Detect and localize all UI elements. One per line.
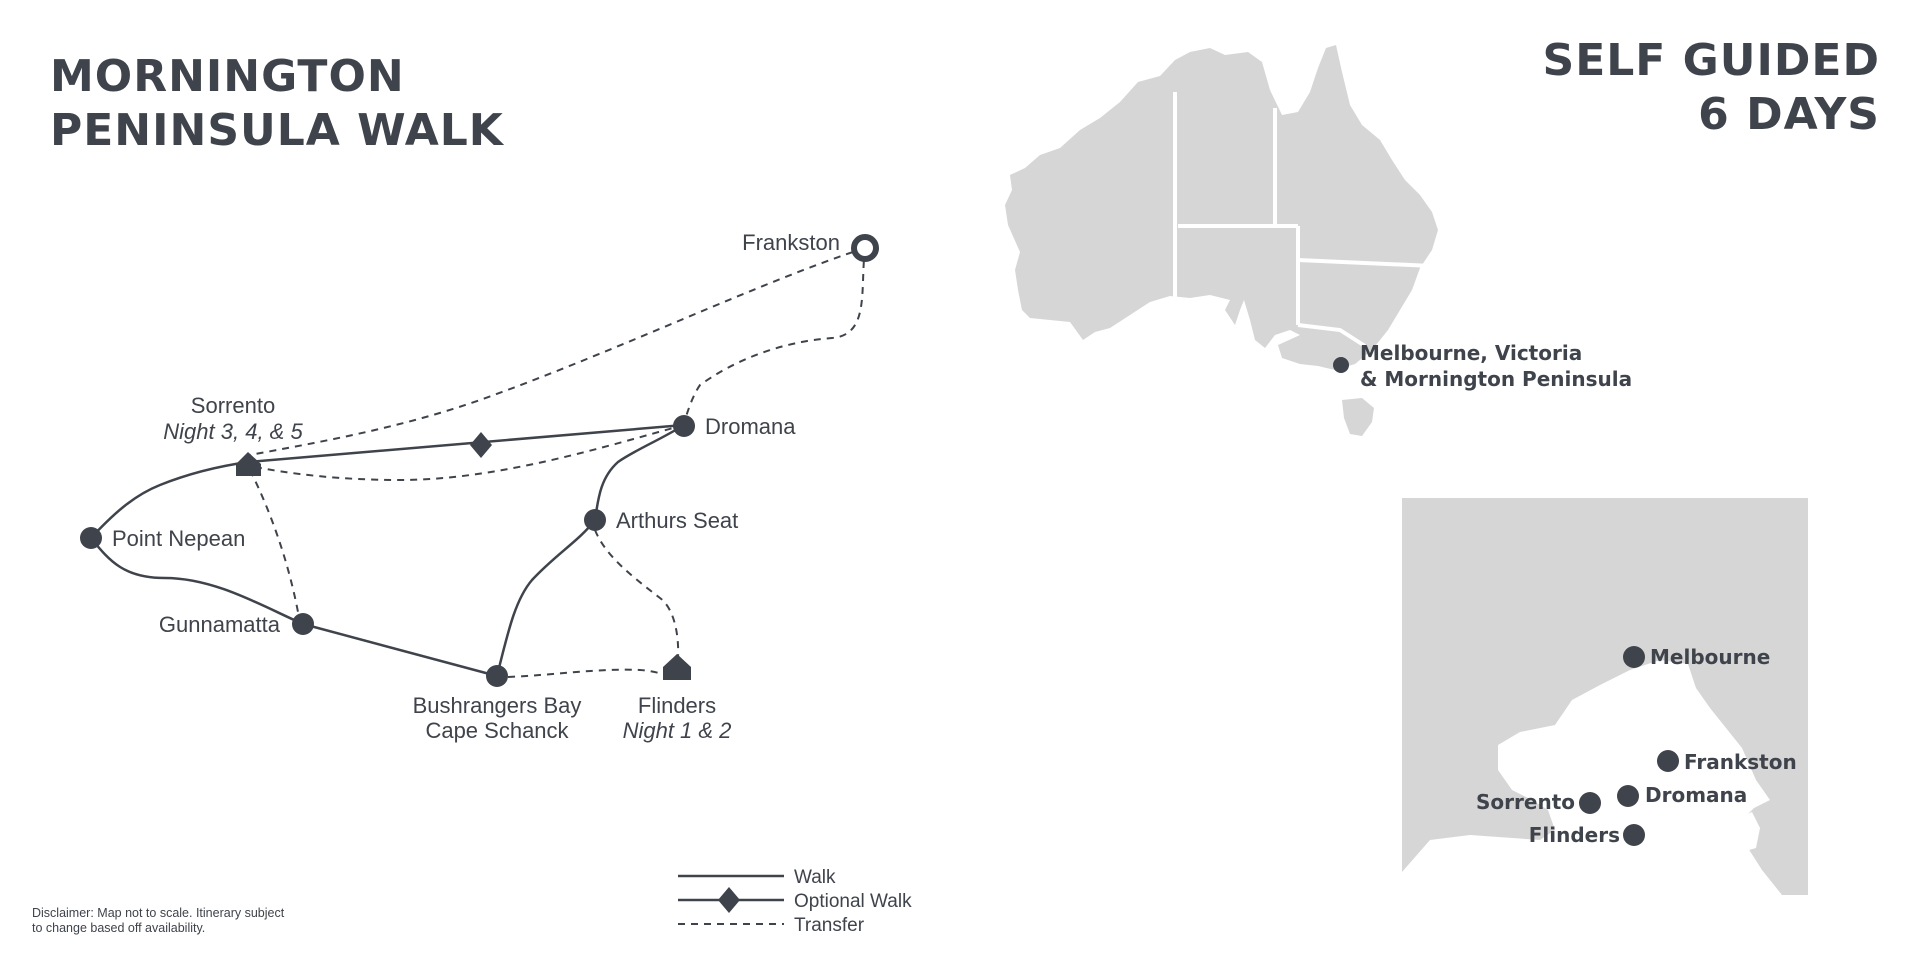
transfer-frankston-dromana: [684, 247, 866, 421]
frankston-start-ring-icon: [851, 234, 879, 262]
legend: Walk Optional Walk Transfer: [678, 867, 912, 936]
arthurs-seat-label: Arthurs Seat: [616, 508, 738, 533]
australia-landmass: [1005, 45, 1438, 370]
australia-map: Melbourne, Victoria & Mornington Peninsu…: [1005, 45, 1632, 436]
location-label-line-2: & Mornington Peninsula: [1360, 367, 1632, 391]
tasmania: [1342, 398, 1374, 436]
inset-dromana-dot: [1617, 785, 1639, 807]
sorrento-nights-label: Night 3, 4, & 5: [163, 419, 303, 444]
map-title-line-1: MORNINGTON: [50, 51, 405, 102]
transfer-frankston-sorrento: [249, 247, 866, 456]
walk-point-nepean-sorrento: [90, 460, 249, 539]
inset-melbourne-label: Melbourne: [1650, 645, 1770, 669]
bushrangers-dot-icon: [486, 665, 508, 687]
transfer-arthurs-seat-flinders: [594, 529, 680, 659]
sorrento-house-icon: [236, 452, 261, 476]
point-nepean-dot-icon: [80, 527, 102, 549]
inset-frankston-label: Frankston: [1684, 750, 1797, 774]
tour-duration: 6 DAYS: [1698, 89, 1880, 140]
flinders-house-icon: [663, 654, 691, 680]
location-label-line-1: Melbourne, Victoria: [1360, 341, 1582, 365]
walk-sorrento-dromana: [247, 423, 685, 464]
walk-arthurs-seat-dromana: [593, 423, 685, 521]
inset-melbourne-dot: [1623, 646, 1645, 668]
flinders-nights-label: Night 1 & 2: [623, 718, 732, 743]
inset-map: Melbourne Frankston Dromana Sorrento Fli…: [1402, 498, 1808, 895]
route-labels: Frankston Sorrento Night 3, 4, & 5 Droma…: [112, 230, 840, 743]
state-borders: [1173, 92, 1433, 348]
legend-diamond-icon: [718, 887, 740, 913]
point-nepean-label: Point Nepean: [112, 526, 245, 551]
inset-sorrento-label: Sorrento: [1476, 790, 1575, 814]
route-map: [80, 234, 879, 687]
frankston-label: Frankston: [742, 230, 840, 255]
disclaimer: Disclaimer: Map not to scale. Itinerary …: [32, 906, 284, 936]
inset-flinders-label: Flinders: [1529, 823, 1620, 847]
tour-type-line-1: SELF GUIDED: [1542, 35, 1880, 86]
inset-frankston-dot: [1657, 750, 1679, 772]
map-title-line-2: PENINSULA WALK: [50, 105, 504, 156]
legend-walk-label: Walk: [794, 867, 836, 888]
walk-routes: [90, 423, 685, 678]
transfer-dromana-sorrento: [249, 424, 685, 482]
arthurs-seat-dot-icon: [584, 509, 606, 531]
walk-gunnamatta-bushrangers: [302, 622, 498, 678]
disclaimer-line-1: Disclaimer: Map not to scale. Itinerary …: [32, 906, 285, 920]
transfer-bushrangers-flinders: [507, 668, 673, 678]
bushrangers-bay-label: Bushrangers Bay: [413, 693, 582, 718]
flinders-label: Flinders: [638, 693, 716, 718]
port-phillip-bay: [1572, 720, 1712, 800]
melbourne-location-dot: [1333, 357, 1349, 373]
legend-transfer-label: Transfer: [794, 915, 865, 936]
sorrento-label: Sorrento: [191, 393, 275, 418]
transfer-routes: [249, 247, 866, 678]
stop-dots: [80, 415, 695, 687]
walk-point-nepean-gunnamatta: [90, 537, 304, 626]
inset-land: [1402, 498, 1808, 895]
inset-sorrento-dot: [1579, 792, 1601, 814]
dromana-label: Dromana: [705, 414, 796, 439]
western-port-bay: [1734, 812, 1760, 852]
walk-bushrangers-arthurs-seat: [495, 519, 596, 677]
map-title: MORNINGTON PENINSULA WALK: [50, 50, 504, 158]
cape-schanck-label: Cape Schanck: [425, 718, 569, 743]
inset-flinders-dot: [1623, 824, 1645, 846]
tour-type-heading: SELF GUIDED 6 DAYS: [1543, 34, 1880, 142]
gunnamatta-label: Gunnamatta: [159, 612, 281, 637]
disclaimer-line-2: to change based off availability.: [32, 921, 206, 935]
legend-optional-walk-label: Optional Walk: [794, 891, 912, 912]
optional-walk-diamond-icon: [470, 432, 492, 458]
transfer-sorrento-gunnamatta: [249, 469, 299, 613]
inset-dromana-label: Dromana: [1645, 783, 1747, 807]
dromana-dot-icon: [673, 415, 695, 437]
gunnamatta-dot-icon: [292, 613, 314, 635]
